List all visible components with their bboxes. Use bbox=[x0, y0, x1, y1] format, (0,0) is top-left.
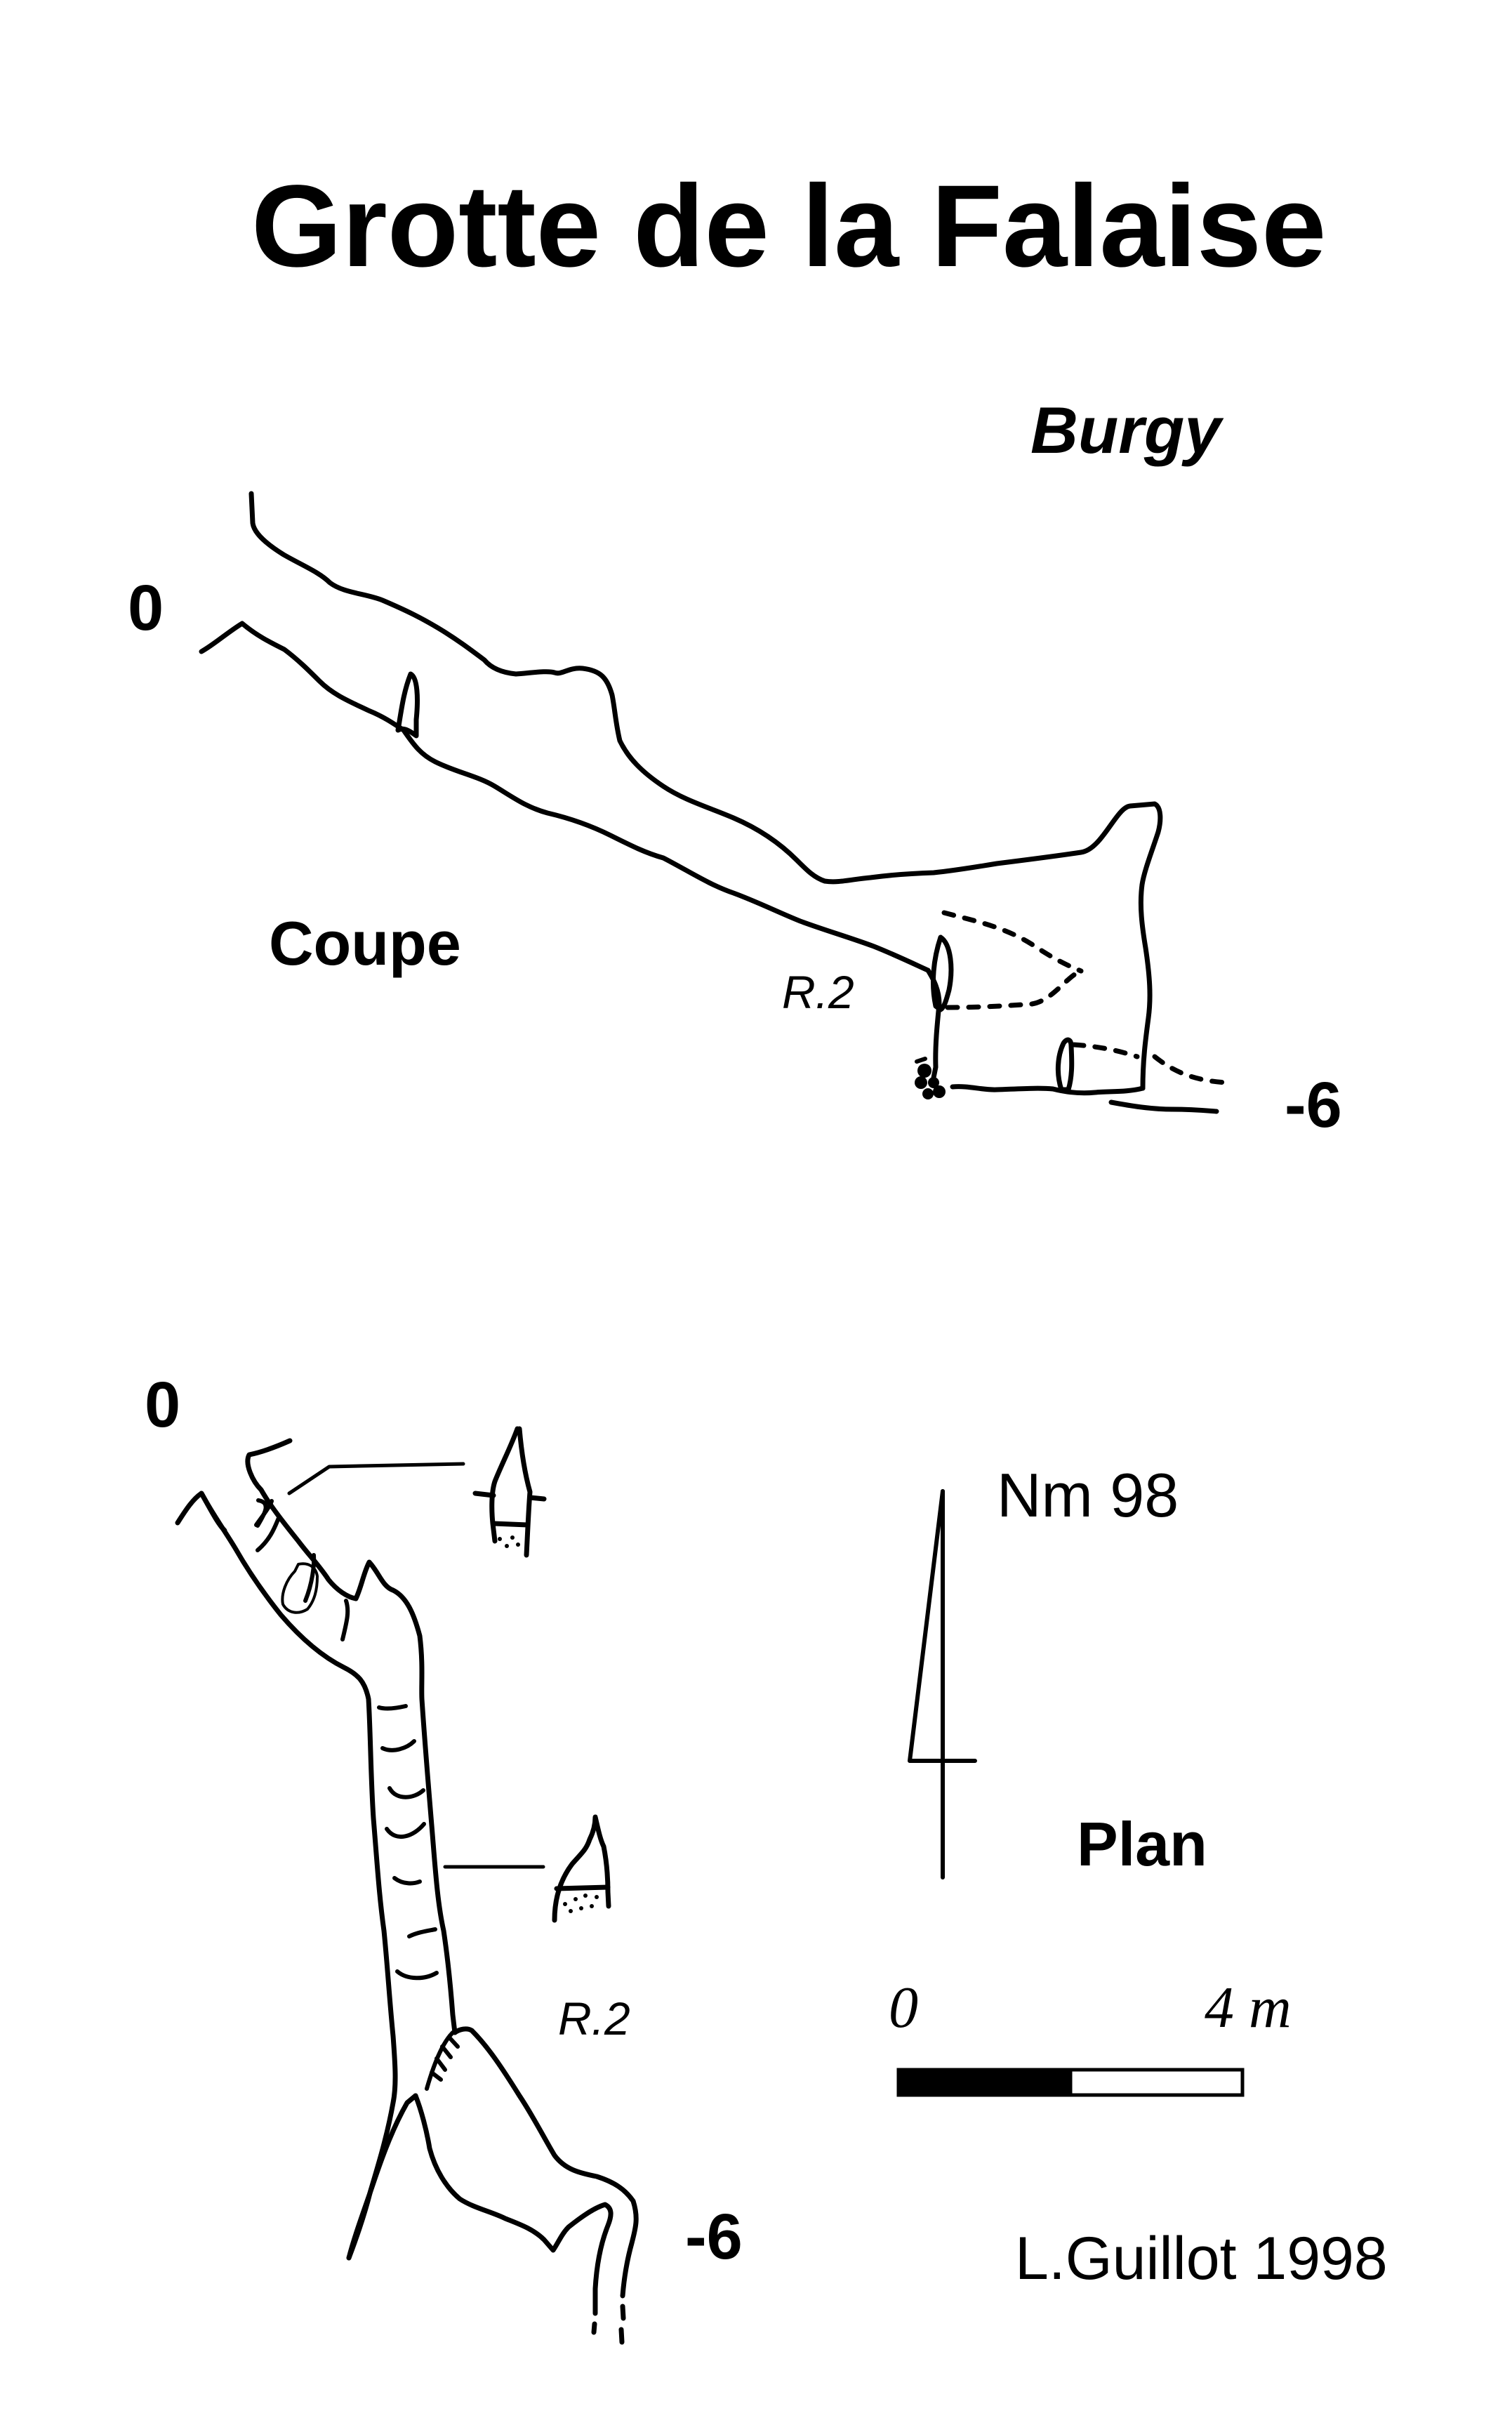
plan-depth-top: 0 bbox=[145, 1369, 181, 1441]
coupe-pillar-floor bbox=[1055, 1037, 1075, 1092]
plan-label: Plan bbox=[1077, 1809, 1207, 1879]
coupe-blocks-icon bbox=[915, 1057, 946, 1099]
coupe-chamber-floor bbox=[950, 1084, 1146, 1096]
plan-pitch-hatch-icon bbox=[425, 2030, 460, 2091]
plan-dash-left-1 bbox=[591, 2321, 597, 2335]
coupe-depth-top: 0 bbox=[128, 572, 164, 644]
coupe-pitch-label: R.2 bbox=[782, 966, 854, 1018]
plan-dash-right-2 bbox=[618, 2327, 625, 2345]
plan-section-line-1 bbox=[287, 1462, 465, 1495]
plan-slope-marks bbox=[254, 1498, 439, 1981]
plan-chamber-outer bbox=[452, 2026, 639, 2299]
plan-depth-bottom: -6 bbox=[685, 2201, 743, 2273]
author-credit: L.Guillot 1998 bbox=[1015, 2225, 1388, 2292]
coupe-ceiling-line bbox=[248, 491, 1163, 1091]
cross-section-1-icon bbox=[472, 1426, 547, 1558]
coupe-stalagmite-1 bbox=[395, 671, 420, 739]
scale-end-label: 4 m bbox=[1205, 1975, 1292, 2040]
page-title: Grotte de la Falaise bbox=[251, 161, 1327, 291]
plan-left-wall bbox=[199, 1491, 398, 2261]
north-label: Nm 98 bbox=[997, 1460, 1179, 1530]
scale-start-label: 0 bbox=[889, 1975, 918, 2040]
coupe-dashed-lower-1 bbox=[1071, 1042, 1140, 1059]
plan-entrance-lip bbox=[175, 1491, 227, 1533]
scale-bar-filled-segment bbox=[896, 2068, 1073, 2097]
coupe-pillar-top bbox=[930, 934, 954, 1012]
north-arrow-icon bbox=[908, 1489, 977, 1879]
coupe-depth-bottom: -6 bbox=[1285, 1069, 1342, 1141]
coupe-floor-line bbox=[199, 621, 931, 973]
scale-bar bbox=[896, 2068, 1245, 2097]
coupe-dashed-upper-2 bbox=[945, 968, 1084, 1010]
plan-block-icon bbox=[281, 1562, 319, 1614]
coupe-dashed-lower-2 bbox=[1152, 1054, 1231, 1085]
plan-right-wall-upper bbox=[245, 1438, 458, 2035]
coupe-section bbox=[199, 491, 1231, 1114]
plan-left-branch bbox=[346, 2093, 418, 2261]
locality-label: Burgy bbox=[1030, 393, 1221, 467]
coupe-lower-floor-line bbox=[1108, 1099, 1219, 1114]
plan-section bbox=[175, 1426, 639, 2345]
cross-section-2-icon bbox=[552, 1814, 611, 1923]
plan-pitch-label: R.2 bbox=[558, 1993, 630, 2044]
coupe-label: Coupe bbox=[269, 908, 461, 978]
plan-chamber-inner bbox=[413, 2093, 614, 2316]
coupe-dashed-upper-1 bbox=[941, 910, 1084, 974]
